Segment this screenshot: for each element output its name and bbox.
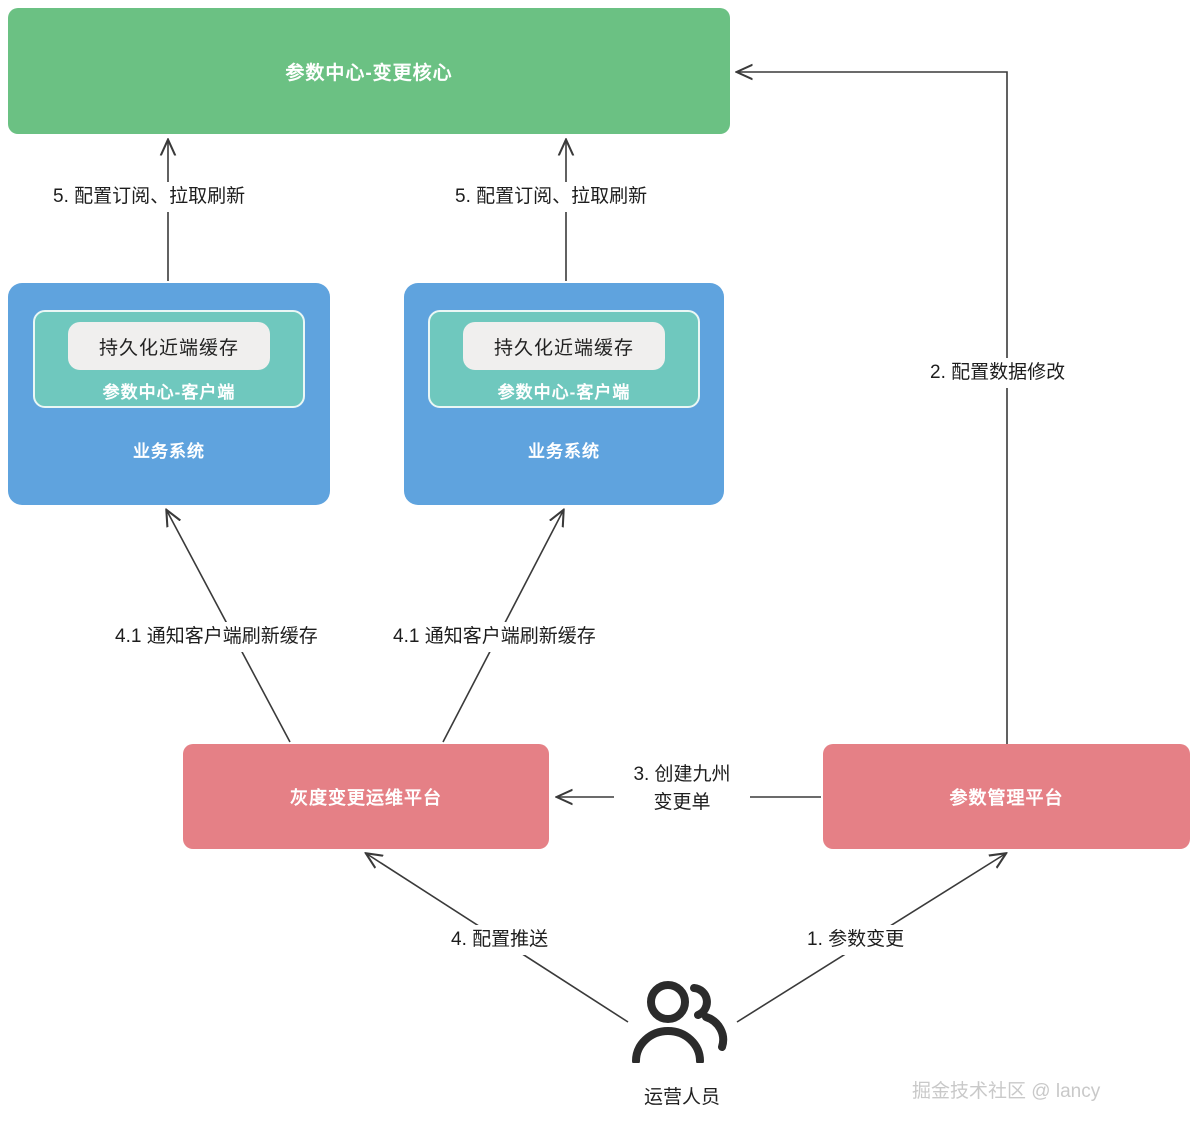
edge-label-4: 4. 配置推送 — [446, 925, 554, 955]
edge-label-3: 3. 创建九州 变更单 — [614, 760, 750, 818]
edge-label-5a: 5. 配置订阅、拉取刷新 — [48, 182, 251, 212]
node-persistent-local-cache-2: 持久化近端缓存 — [463, 322, 665, 370]
node-business-system-2[interactable]: 持久化近端缓存 参数中心-客户端 业务系统 — [404, 283, 724, 505]
edge-label-41b: 4.1 通知客户端刷新缓存 — [388, 622, 601, 652]
client-label-2: 参数中心-客户端 — [497, 383, 631, 402]
watermark: 掘金技术社区 @ lancy — [912, 1081, 1101, 1102]
business-system-label-1: 业务系统 — [133, 442, 205, 461]
param-management-platform-label: 参数管理平台 — [949, 787, 1064, 808]
edge-label-5b: 5. 配置订阅、拉取刷新 — [450, 182, 653, 212]
cache-label-2: 持久化近端缓存 — [493, 337, 634, 359]
node-param-center-core[interactable]: 参数中心-变更核心 — [8, 8, 730, 134]
node-gray-release-platform[interactable]: 灰度变更运维平台 — [183, 744, 549, 849]
node-persistent-local-cache-1: 持久化近端缓存 — [68, 322, 270, 370]
actor-label: 运营人员 — [643, 1087, 720, 1108]
edge-label-1: 1. 参数变更 — [802, 925, 910, 955]
node-param-center-client-2[interactable]: 持久化近端缓存 参数中心-客户端 — [428, 310, 700, 408]
gray-release-platform-label: 灰度变更运维平台 — [290, 787, 442, 808]
edge-label-3-line2: 变更单 — [653, 791, 711, 813]
client-label-1: 参数中心-客户端 — [102, 383, 236, 402]
edge-line-2 — [738, 72, 1008, 744]
business-system-label-2: 业务系统 — [528, 442, 600, 461]
node-business-system-1[interactable]: 持久化近端缓存 参数中心-客户端 业务系统 — [8, 283, 330, 505]
node-core-label: 参数中心-变更核心 — [285, 62, 453, 84]
users-icon — [632, 981, 728, 1063]
edge-label-3-line1: 3. 创建九州 — [633, 764, 731, 785]
node-param-center-client-1[interactable]: 持久化近端缓存 参数中心-客户端 — [33, 310, 305, 408]
cache-label-1: 持久化近端缓存 — [98, 337, 239, 359]
edge-label-2: 2. 配置数据修改 — [925, 358, 1071, 388]
node-param-management-platform[interactable]: 参数管理平台 — [823, 744, 1190, 849]
edge-label-41a: 4.1 通知客户端刷新缓存 — [110, 622, 323, 652]
